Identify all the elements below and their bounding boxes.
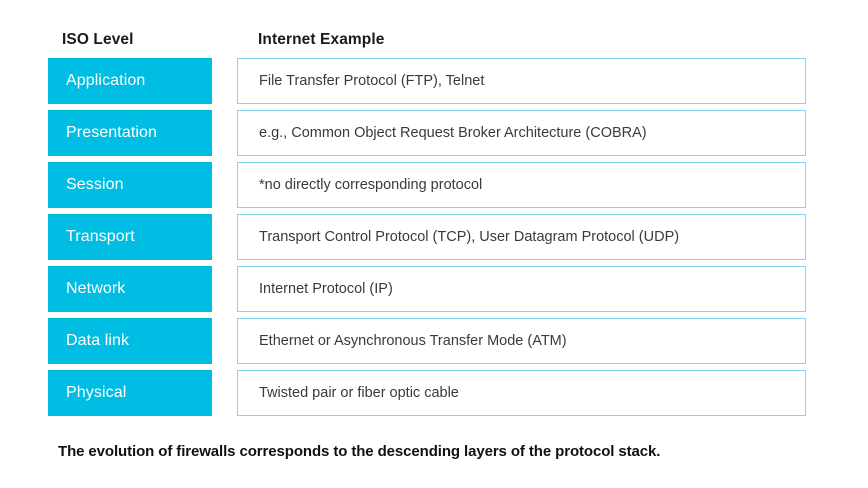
- example-label-network: Internet Protocol (IP): [259, 281, 393, 297]
- protocol-layer-row: Application File Transfer Protocol (FTP),…: [0, 58, 868, 104]
- example-box-transport[interactable]: Transport Control Protocol (TCP), User D…: [237, 214, 806, 260]
- example-box-application[interactable]: File Transfer Protocol (FTP), Telnet: [237, 58, 806, 104]
- column-header-iso-level: ISO Level: [62, 31, 134, 48]
- protocol-layer-row: Physical Twisted pair or fiber optic cabl…: [0, 370, 868, 416]
- level-label-presentation: Presentation: [66, 124, 158, 141]
- diagram-caption: The evolution of firewalls corresponds t…: [58, 443, 661, 460]
- example-label-data-link: Ethernet or Asynchronous Transfer Mode (…: [259, 333, 567, 349]
- level-label-transport: Transport: [66, 228, 135, 245]
- level-label-physical: Physical: [66, 384, 127, 401]
- protocol-layer-row: Transport Transport Control Protocol (TCP…: [0, 214, 868, 260]
- example-label-session: *no directly corresponding protocol: [259, 177, 483, 193]
- level-box-physical[interactable]: Physical: [48, 370, 212, 416]
- example-box-session[interactable]: *no directly corresponding protocol: [237, 162, 806, 208]
- level-box-session[interactable]: Session: [48, 162, 212, 208]
- level-box-data-link[interactable]: Data link: [48, 318, 212, 364]
- example-box-physical[interactable]: Twisted pair or fiber optic cable: [237, 370, 806, 416]
- level-box-network[interactable]: Network: [48, 266, 212, 312]
- protocol-layer-row: Network Internet Protocol (IP): [0, 266, 868, 312]
- protocol-layer-row: Presentation e.g., Common Object Request …: [0, 110, 868, 156]
- level-box-application[interactable]: Application: [48, 58, 212, 104]
- level-box-transport[interactable]: Transport: [48, 214, 212, 260]
- level-label-data-link: Data link: [66, 332, 130, 349]
- level-label-session: Session: [66, 176, 124, 193]
- example-box-network[interactable]: Internet Protocol (IP): [237, 266, 806, 312]
- example-label-presentation: e.g., Common Object Request Broker Archi…: [259, 125, 647, 141]
- protocol-layer-row: Data link Ethernet or Asynchronous Transf…: [0, 318, 868, 364]
- example-label-physical: Twisted pair or fiber optic cable: [259, 385, 459, 401]
- column-header-internet-example: Internet Example: [258, 31, 385, 48]
- level-label-application: Application: [66, 72, 146, 89]
- example-box-presentation[interactable]: e.g., Common Object Request Broker Archi…: [237, 110, 806, 156]
- level-label-network: Network: [66, 280, 126, 297]
- protocol-layer-row: Session *no directly corresponding protoc…: [0, 162, 868, 208]
- example-label-transport: Transport Control Protocol (TCP), User D…: [259, 229, 680, 245]
- example-label-application: File Transfer Protocol (FTP), Telnet: [259, 73, 485, 89]
- example-box-data-link[interactable]: Ethernet or Asynchronous Transfer Mode (…: [237, 318, 806, 364]
- level-box-presentation[interactable]: Presentation: [48, 110, 212, 156]
